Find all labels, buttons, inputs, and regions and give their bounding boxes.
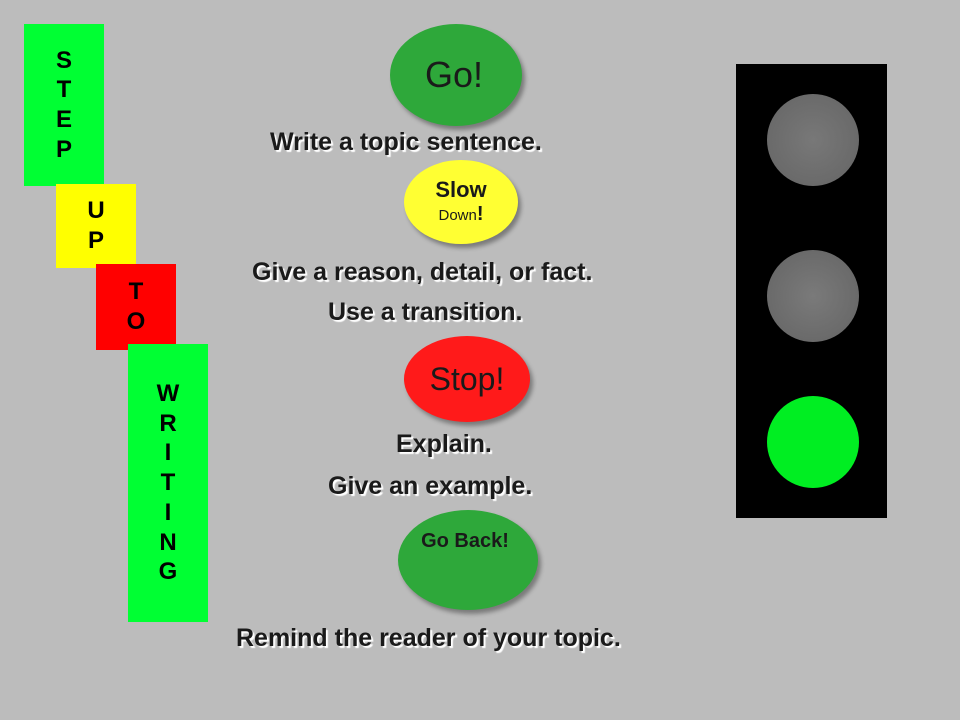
down-label: Down! bbox=[438, 202, 483, 226]
up-block: U P bbox=[56, 184, 136, 268]
to-block: T O bbox=[96, 264, 176, 350]
writing-block: W R I T I N G bbox=[128, 344, 208, 622]
writing-letter: N bbox=[159, 528, 177, 556]
writing-letter: W bbox=[156, 379, 180, 407]
down-word: Down bbox=[438, 206, 477, 224]
instruction-example: Give an example. bbox=[328, 472, 533, 500]
writing-letter: T bbox=[160, 469, 176, 497]
go-back-label: Go Back! bbox=[421, 530, 509, 552]
writing-letter: I bbox=[164, 439, 172, 467]
to-letter: T bbox=[128, 278, 144, 306]
step-letter: S bbox=[55, 46, 72, 74]
exclamation-mark: ! bbox=[476, 202, 484, 225]
slow-label: Slow bbox=[435, 177, 487, 203]
instruction-remind: Remind the reader of your topic. bbox=[236, 624, 621, 652]
traffic-lamp-middle bbox=[767, 250, 859, 342]
writing-letter: G bbox=[158, 558, 178, 586]
instruction-topic-sentence: Write a topic sentence. bbox=[270, 128, 542, 156]
stop-label: Stop! bbox=[429, 360, 505, 397]
go-back-signal: Go Back! bbox=[398, 510, 538, 610]
instruction-explain: Explain. bbox=[396, 430, 492, 458]
up-letter: U bbox=[87, 197, 105, 225]
stop-signal: Stop! bbox=[404, 336, 530, 422]
traffic-lamp-top bbox=[767, 94, 859, 186]
traffic-light bbox=[736, 64, 887, 518]
step-letter: E bbox=[55, 106, 72, 133]
step-block: S T E P bbox=[24, 24, 104, 186]
go-signal: Go! bbox=[390, 24, 522, 126]
writing-letter: I bbox=[164, 498, 172, 526]
traffic-lamp-bottom bbox=[767, 396, 859, 488]
to-letter: O bbox=[126, 308, 146, 335]
step-letter: T bbox=[56, 76, 72, 104]
go-label: Go! bbox=[424, 54, 484, 95]
instruction-transition: Use a transition. bbox=[328, 298, 523, 326]
slow-down-signal: Slow Down! bbox=[404, 160, 518, 244]
up-letter: P bbox=[87, 227, 104, 254]
writing-letter: R bbox=[159, 409, 177, 437]
instruction-reason: Give a reason, detail, or fact. bbox=[252, 258, 593, 286]
step-letter: P bbox=[55, 135, 72, 163]
